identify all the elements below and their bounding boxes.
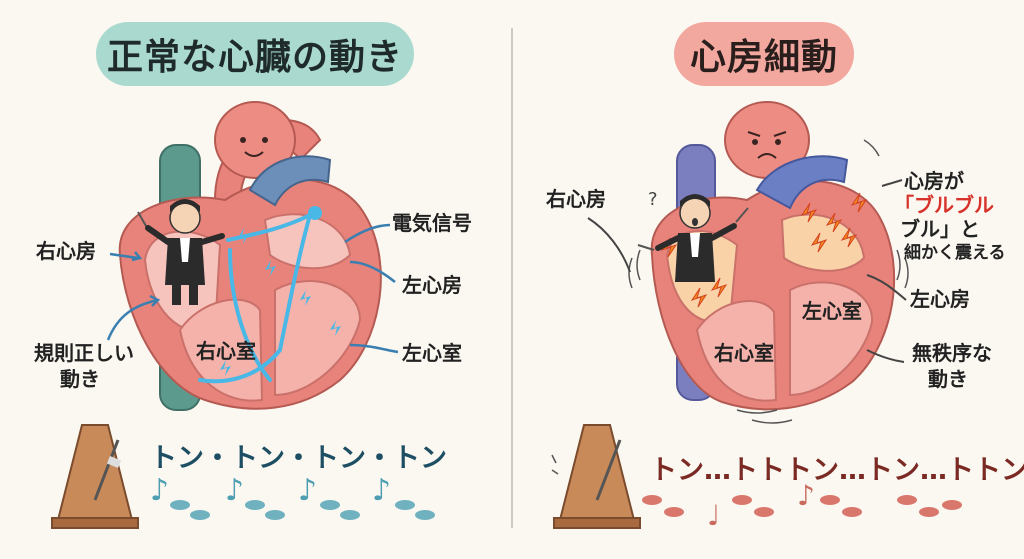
conductor-figure xyxy=(137,199,225,305)
left-ventricle-chamber xyxy=(274,280,362,397)
normal-rhythm-text: トン・トン・トン・トン xyxy=(150,443,447,474)
pulmonary-artery xyxy=(248,155,332,207)
label-atrium-line3: ブル」と xyxy=(900,217,980,241)
music-note-icon: ♪ xyxy=(372,473,391,508)
label-left-atrium: 左心房 xyxy=(402,273,462,297)
music-notes: ♩ ♪ xyxy=(707,479,815,532)
label-left-atrium: 左心房 xyxy=(910,287,970,311)
label-left-ventricle: 左心室 xyxy=(802,299,862,323)
arrow-regular xyxy=(106,298,159,341)
normal-heart-illustration: ♪ ♪ ♪ ♪ xyxy=(51,101,435,529)
music-note-icon: ♪ xyxy=(298,473,317,508)
afib-title: 心房細動 xyxy=(674,22,854,86)
arrow-left-atrium xyxy=(866,274,907,301)
label-left-ventricle: 左心室 xyxy=(402,341,462,365)
music-note-icon: ♩ xyxy=(707,499,720,532)
left-atrium-chamber xyxy=(263,213,352,270)
afib-rhythm-text: トン…トトトン…トン…トトン xyxy=(650,455,1024,486)
label-atrium-line1: 心房が xyxy=(904,169,964,193)
label-electric-signal: 電気信号 xyxy=(392,211,472,235)
arrow-right-atrium xyxy=(109,252,139,260)
music-note-icon: ♪ xyxy=(797,479,815,512)
arrow-left-ventricle xyxy=(349,343,399,354)
label-regular-line1: 規則正しい xyxy=(34,341,134,365)
label-irregular-line2: 動き xyxy=(928,367,968,391)
label-irregular-line1: 無秩序な xyxy=(912,341,992,365)
label-atrium-line2: 「ブルブル xyxy=(894,193,994,217)
label-right-ventricle: 右心室 xyxy=(196,339,256,363)
metronome-icon xyxy=(51,424,139,529)
music-note-icon: ♪ xyxy=(225,473,244,508)
music-notes: ♪ ♪ ♪ ♪ xyxy=(150,473,391,508)
panel-divider xyxy=(511,28,513,528)
normal-heart-title: 正常な心臓の動き xyxy=(96,22,414,86)
normal-heart-panel: ♪ ♪ ♪ ♪ 正常な心臓の動き 右心房 規則正しい 動き 右心室 電気信号 左… xyxy=(34,22,472,529)
sinus-node xyxy=(308,206,322,220)
label-right-ventricle: 右心室 xyxy=(714,341,774,365)
label-regular-line2: 動き xyxy=(60,367,100,391)
electric-conduction xyxy=(198,213,312,384)
footprints-icon xyxy=(642,495,962,517)
music-note-icon: ♪ xyxy=(150,473,169,508)
right-ventricle-chamber xyxy=(695,300,778,402)
pulmonary-artery xyxy=(755,155,849,210)
arrow-right-atrium xyxy=(587,217,631,273)
shake-lines xyxy=(628,139,909,424)
heart-top-lobe xyxy=(214,101,296,179)
arrow-irregular xyxy=(866,349,905,363)
svg-text:?: ? xyxy=(648,189,658,210)
left-ventricle-chamber xyxy=(789,281,874,397)
metronome-icon xyxy=(551,424,641,529)
label-right-atrium: 右心房 xyxy=(546,187,606,211)
arrow-left-atrium xyxy=(349,260,396,283)
afib-panel: ? ♩ ♪ 心房細動 右心房 心房が 「ブルブル ブル」と 細かく震える xyxy=(512,0,1024,559)
arrow-signal xyxy=(344,223,391,244)
arrow-atrium-shiver xyxy=(881,179,903,187)
conductor-figure: ? xyxy=(637,189,749,282)
footprints-icon xyxy=(170,500,435,520)
label-right-atrium: 右心房 xyxy=(36,239,96,263)
label-atrium-line4: 細かく震える xyxy=(904,243,1006,263)
afib-heart-illustration: ? ♩ ♪ xyxy=(551,101,962,532)
